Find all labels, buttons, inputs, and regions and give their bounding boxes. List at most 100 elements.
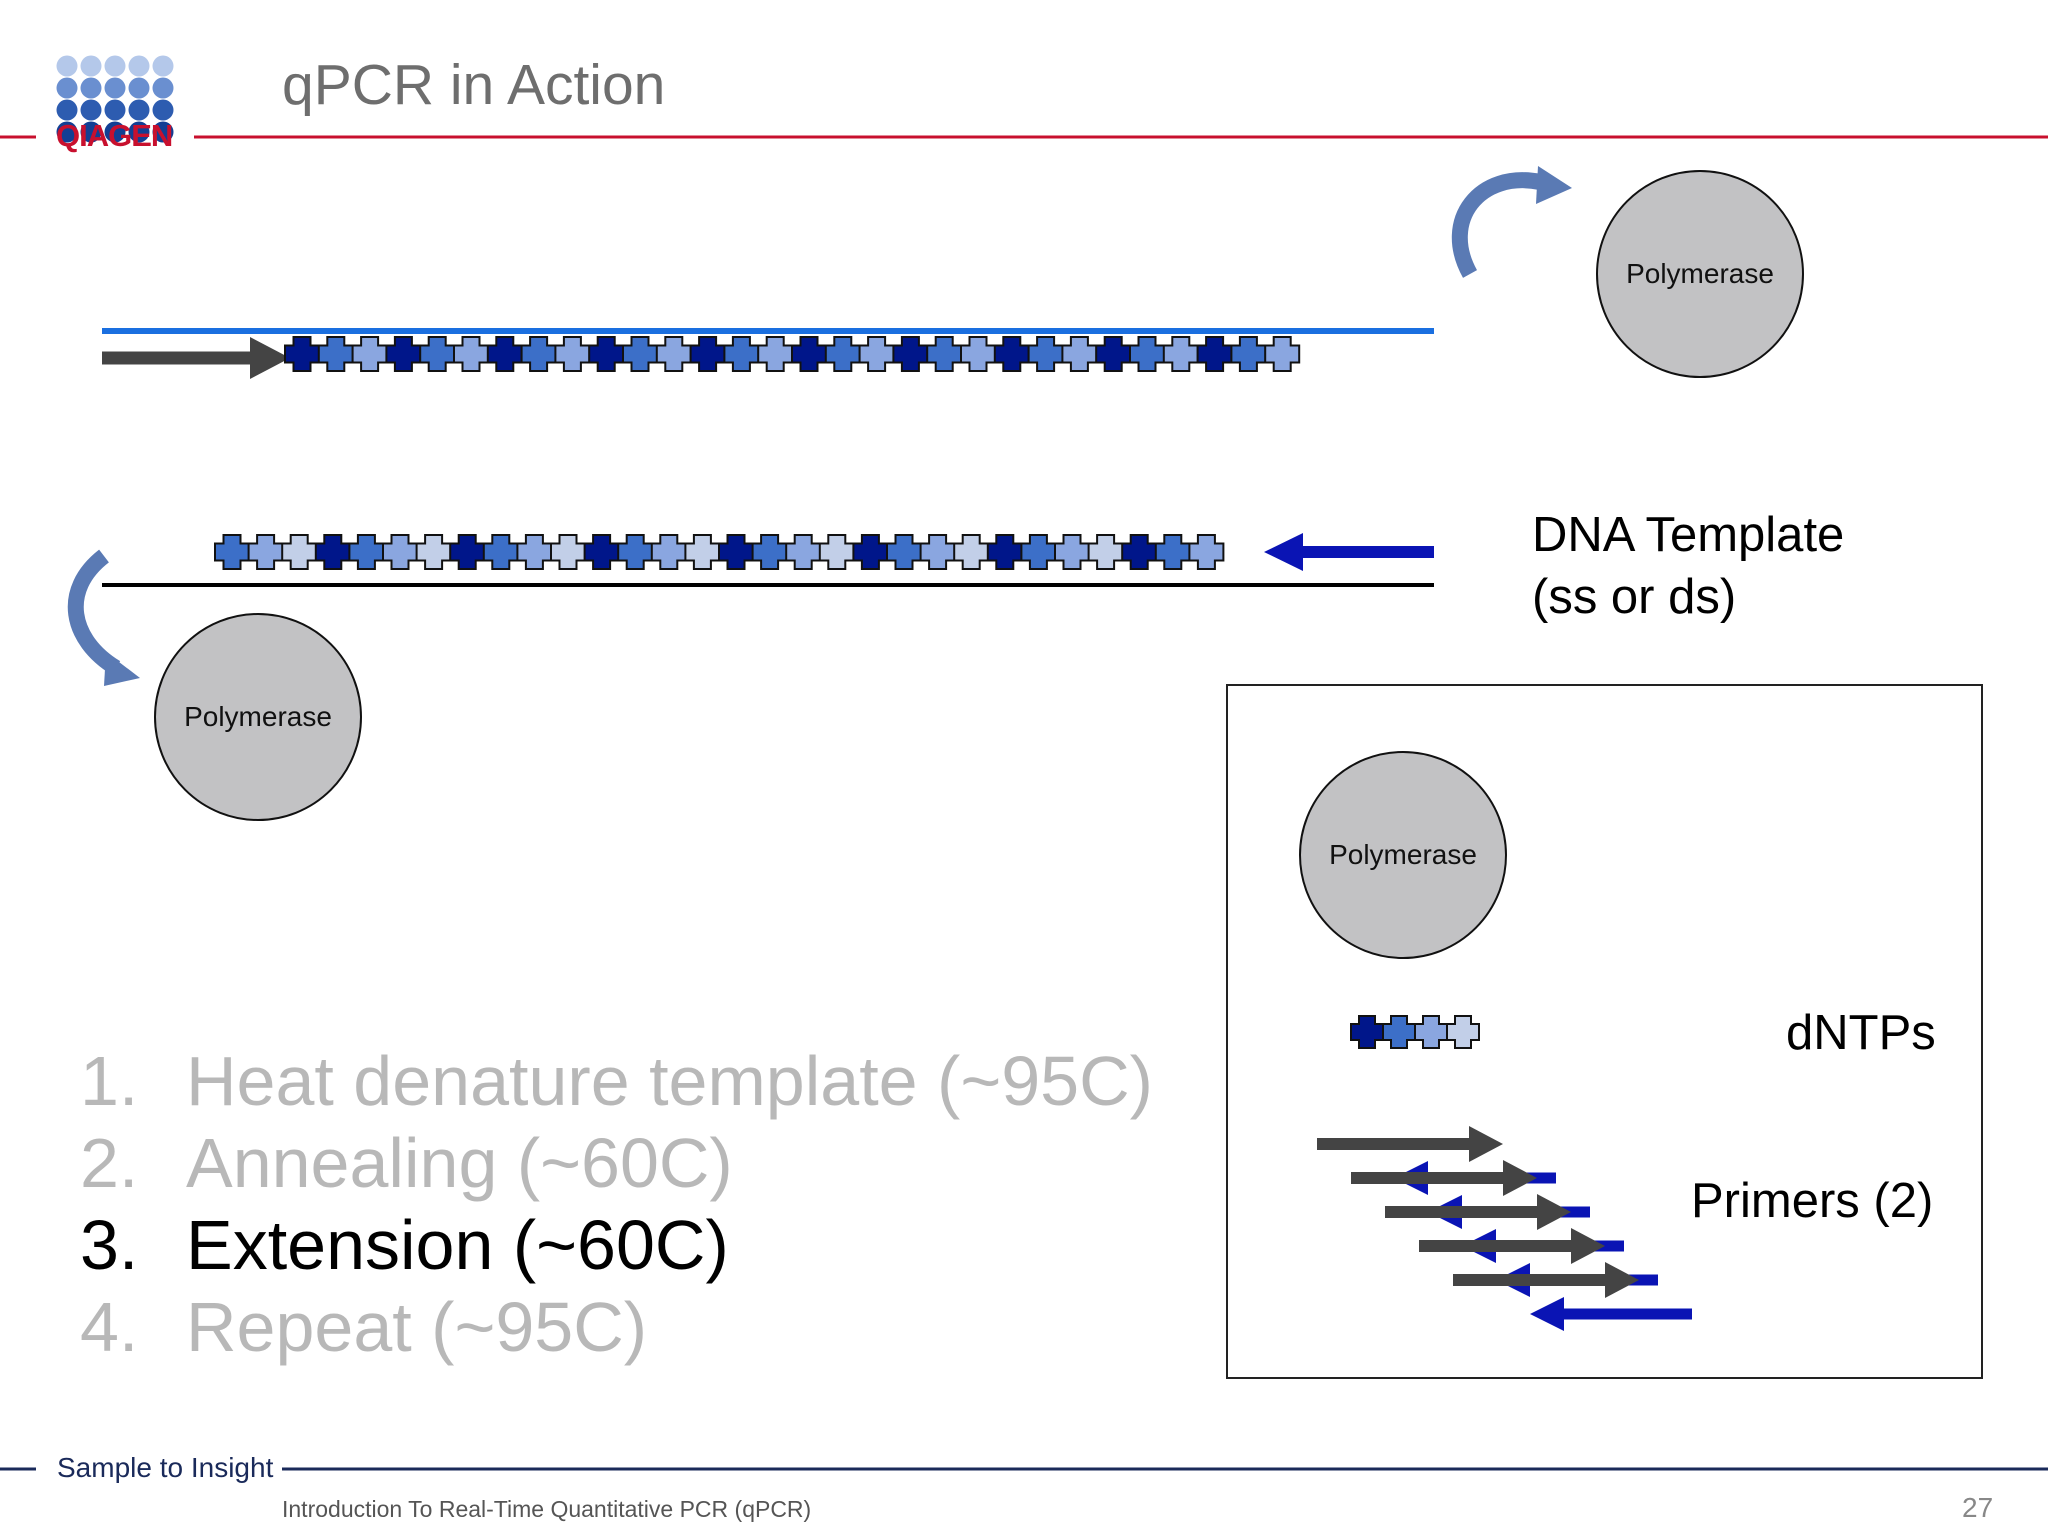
logo-dot bbox=[80, 99, 102, 121]
nucleotide bbox=[953, 534, 990, 570]
nucleotide bbox=[1054, 534, 1090, 570]
nucleotide bbox=[757, 336, 794, 372]
logo-dot bbox=[152, 99, 174, 121]
nucleotide bbox=[993, 336, 1030, 372]
step-number: 2. bbox=[80, 1124, 139, 1202]
polymerase-top: Polymerase bbox=[1596, 170, 1804, 378]
slide-title: qPCR in Action bbox=[282, 53, 666, 117]
nucleotide bbox=[385, 336, 422, 372]
nucleotide bbox=[1350, 1015, 1384, 1049]
logo-dot bbox=[56, 55, 78, 77]
logo-dot bbox=[80, 77, 102, 99]
logo-dot bbox=[152, 121, 174, 143]
top-rotation-arrow-icon bbox=[1451, 166, 1572, 278]
legend-dntp-chain bbox=[1350, 1015, 1480, 1049]
dna-template-label-line2: (ss or ds) bbox=[1532, 570, 1737, 624]
bottom-primer-arrow bbox=[1264, 533, 1434, 571]
nucleotide bbox=[751, 534, 788, 570]
dna-template-label: DNA Template (ss or ds) bbox=[1532, 504, 1844, 628]
logo-dot bbox=[128, 77, 150, 99]
nucleotide bbox=[986, 534, 1023, 570]
nucleotide bbox=[482, 534, 519, 570]
nucleotide bbox=[919, 534, 956, 570]
nucleotide bbox=[351, 336, 388, 372]
nucleotide bbox=[1414, 1015, 1448, 1049]
primer-forward-head bbox=[1537, 1194, 1571, 1230]
nucleotide bbox=[1188, 534, 1225, 570]
nucleotide bbox=[284, 336, 320, 372]
logo-dot bbox=[128, 55, 150, 77]
legend-primers-label: Primers (2) bbox=[1691, 1174, 1934, 1228]
nucleotide bbox=[453, 336, 489, 372]
nucleotide bbox=[723, 336, 760, 372]
logo-dot bbox=[56, 121, 78, 143]
primer-forward-head bbox=[1605, 1262, 1639, 1298]
nucleotide bbox=[689, 336, 726, 372]
logo-dot bbox=[80, 121, 102, 143]
nucleotide bbox=[818, 534, 855, 570]
nucleotide bbox=[588, 336, 625, 372]
nucleotide bbox=[247, 534, 284, 570]
nucleotide bbox=[1196, 336, 1233, 372]
step-number: 4. bbox=[80, 1288, 139, 1366]
legend-polymerase: Polymerase bbox=[1299, 751, 1507, 959]
nucleotide bbox=[317, 336, 354, 372]
step-text: Repeat (~95C) bbox=[186, 1288, 648, 1366]
nucleotide bbox=[348, 534, 385, 570]
primer-forward-head bbox=[1469, 1126, 1503, 1162]
logo-dot bbox=[152, 77, 174, 99]
nucleotide bbox=[1061, 336, 1098, 372]
step-text: Annealing (~60C) bbox=[186, 1124, 733, 1202]
qiagen-logo-text: QIAGEN bbox=[56, 118, 173, 153]
nucleotide bbox=[516, 534, 553, 570]
logo-dot bbox=[80, 55, 102, 77]
logo-dot bbox=[56, 77, 78, 99]
footer-document-title: Introduction To Real-Time Quantitative P… bbox=[282, 1496, 812, 1522]
legend-box bbox=[1226, 684, 1983, 1379]
nucleotide bbox=[1020, 534, 1057, 570]
polymerase-bottom-label: Polymerase bbox=[184, 701, 332, 732]
step-item: 2. Annealing (~60C) bbox=[80, 1122, 1153, 1204]
nucleotide bbox=[1382, 1015, 1416, 1049]
nucleotide bbox=[550, 534, 586, 570]
nucleotide bbox=[554, 336, 591, 372]
logo-dot bbox=[104, 77, 126, 99]
legend-polymerase-label: Polymerase bbox=[1329, 839, 1477, 870]
nucleotide bbox=[1230, 336, 1267, 372]
nucleotide bbox=[886, 534, 922, 570]
nucleotide bbox=[1087, 534, 1124, 570]
step-item: 4. Repeat (~95C) bbox=[80, 1286, 1153, 1368]
nucleotide bbox=[1121, 534, 1158, 570]
bottom-nucleotide-chain bbox=[214, 534, 1225, 570]
nucleotide bbox=[960, 336, 996, 372]
nucleotide bbox=[281, 534, 318, 570]
nucleotide bbox=[520, 336, 557, 372]
nucleotide bbox=[314, 534, 351, 570]
nucleotide bbox=[684, 534, 721, 570]
nucleotide bbox=[415, 534, 452, 570]
nucleotide bbox=[858, 336, 895, 372]
logo-dot bbox=[104, 121, 126, 143]
step-text: Heat denature template (~95C) bbox=[186, 1042, 1153, 1120]
nucleotide bbox=[1095, 336, 1132, 372]
nucleotide bbox=[650, 534, 687, 570]
dna-template-label-line1: DNA Template bbox=[1532, 508, 1845, 562]
primer-forward-head bbox=[1571, 1228, 1605, 1264]
nucleotide bbox=[791, 336, 827, 372]
step-item: 3. Extension (~60C) bbox=[80, 1204, 1153, 1286]
bottom-rotation-arrow-icon bbox=[67, 549, 140, 686]
nucleotide bbox=[449, 534, 486, 570]
step-item: 1. Heat denature template (~95C) bbox=[80, 1040, 1153, 1122]
logo-dot bbox=[104, 55, 126, 77]
nucleotide bbox=[486, 336, 523, 372]
nucleotide bbox=[419, 336, 456, 372]
nucleotide bbox=[718, 534, 754, 570]
step-text: Extension (~60C) bbox=[186, 1206, 729, 1284]
step-number: 3. bbox=[80, 1206, 139, 1284]
logo-dot bbox=[152, 55, 174, 77]
legend-primers-icon bbox=[1317, 1126, 1692, 1331]
page-number: 27 bbox=[1962, 1492, 1994, 1523]
polymerase-top-label: Polymerase bbox=[1626, 258, 1774, 289]
nucleotide bbox=[214, 534, 250, 570]
